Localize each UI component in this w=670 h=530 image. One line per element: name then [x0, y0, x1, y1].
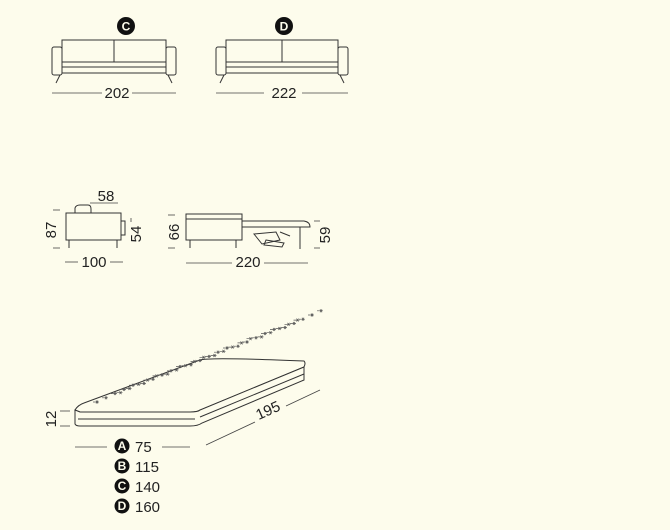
open-mechanism — [253, 231, 281, 245]
tuft-mark — [140, 381, 146, 386]
tuft-mark — [257, 335, 264, 339]
sofa-c-width-label: 202 — [104, 85, 129, 102]
width-value-a: 75 — [135, 439, 152, 456]
open-mattress — [241, 220, 311, 228]
tuft-mark — [93, 400, 99, 404]
tuft-mark — [223, 346, 229, 350]
tuft-mark — [181, 364, 188, 368]
width-value-b: 115 — [135, 459, 159, 476]
sofa-c-badge — [117, 17, 135, 35]
tuft-mark — [190, 359, 197, 364]
tuft-mark — [246, 337, 253, 341]
tuft-mark — [261, 331, 267, 336]
svg-text:C: C — [118, 479, 127, 493]
seat-height-label: 54 — [128, 226, 145, 243]
tuft-mark — [196, 358, 202, 363]
bed-height-label: 59 — [317, 227, 334, 244]
bed-open-side-view: 66 59 220 — [166, 213, 334, 271]
tuft-mark — [270, 327, 276, 332]
badge-a — [114, 438, 130, 454]
tuft-mark — [234, 344, 240, 348]
tuft-mark — [275, 326, 282, 331]
sofa-d-badge-label: D — [280, 20, 289, 34]
tuft-mark — [176, 364, 182, 369]
open-length-label: 220 — [235, 254, 260, 271]
mattress-thickness-label: 12 — [43, 411, 60, 428]
mattress-length-label: 195 — [253, 398, 283, 424]
side-body — [65, 212, 122, 241]
tuft-mark — [205, 354, 211, 359]
tuft-mark — [299, 317, 305, 321]
svg-text:D: D — [118, 499, 127, 513]
sofa-d-badge — [275, 17, 293, 35]
badge-c — [114, 478, 130, 494]
tuft-mark — [290, 321, 296, 326]
tuft-mark — [125, 386, 132, 391]
sofa-c-left-arm — [51, 46, 63, 76]
tuft-mark — [228, 345, 235, 349]
sofa-side-view: 58 87 54 100 — [43, 188, 145, 271]
width-value-d: 160 — [135, 499, 160, 516]
sofa-d-right-arm — [337, 46, 349, 76]
tuft-mark — [237, 341, 244, 345]
tuft-mark — [243, 340, 249, 344]
tuft-mark — [219, 349, 226, 353]
width-item-a: A 75 — [114, 438, 152, 456]
open-body — [185, 213, 243, 241]
svg-text:A: A — [118, 439, 127, 453]
mattress-tufts — [93, 309, 323, 404]
width-item-b: B 115 — [114, 458, 159, 476]
tuft-mark — [214, 350, 220, 354]
tuft-mark — [167, 369, 173, 373]
open-height-label: 66 — [166, 224, 183, 241]
tuft-mark — [252, 336, 258, 340]
tuft-mark — [187, 363, 193, 367]
sofa-d-front-view: D 222 — [215, 17, 349, 102]
tuft-mark — [134, 382, 141, 386]
tuft-mark — [111, 391, 117, 396]
seat-depth-label: 58 — [98, 188, 115, 205]
mattress-drawing: 12 195 — [43, 309, 323, 448]
tuft-mark — [163, 372, 170, 376]
tuft-mark — [152, 374, 159, 378]
svg-text:B: B — [118, 459, 127, 473]
tuft-mark — [129, 383, 135, 387]
side-back-cushion — [74, 204, 92, 214]
tuft-mark — [102, 396, 108, 400]
sofa-d-left-arm — [215, 46, 227, 76]
mattress-edge — [74, 366, 305, 427]
width-value-c: 140 — [135, 479, 160, 496]
width-item-c: C 140 — [114, 478, 160, 496]
total-height-label: 87 — [43, 222, 60, 239]
sofa-d-width-label: 222 — [271, 85, 296, 102]
tuft-mark — [308, 313, 314, 317]
tuft-mark — [281, 325, 287, 330]
tuft-mark — [116, 391, 123, 395]
width-item-d: D 160 — [114, 498, 160, 516]
tuft-mark — [293, 318, 300, 322]
tuft-mark — [120, 387, 126, 392]
badge-d — [114, 498, 130, 514]
tuft-mark — [158, 373, 164, 377]
tuft-mark — [149, 377, 155, 381]
mattress-width-list: A 75 B 115 C 140 D 160 — [114, 438, 160, 516]
depth-label: 100 — [81, 254, 106, 271]
tuft-mark — [317, 309, 323, 313]
tuft-mark — [266, 331, 273, 335]
tuft-mark — [199, 355, 206, 359]
sofa-c-front-view: C 202 — [51, 17, 177, 102]
tuft-mark — [172, 368, 179, 372]
badge-b — [114, 458, 130, 474]
sofa-c-badge-label: C — [122, 20, 131, 34]
sofa-c-right-arm — [165, 46, 177, 76]
side-handle — [120, 220, 126, 236]
tuft-mark — [210, 353, 217, 358]
tuft-mark — [284, 322, 291, 326]
tuft-mark — [143, 378, 150, 382]
